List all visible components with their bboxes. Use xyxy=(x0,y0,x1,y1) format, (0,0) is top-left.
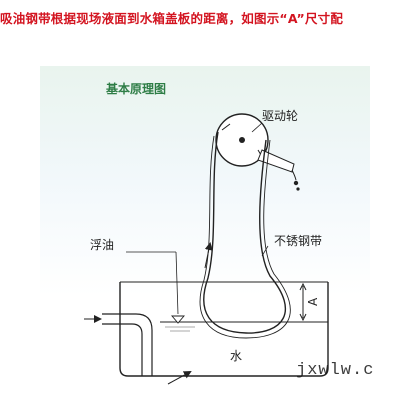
water-label: 水 xyxy=(230,349,242,363)
inlet-pipe xyxy=(84,313,153,376)
diagram-title: 基本原理图 xyxy=(105,81,166,96)
steel-belt-label: 不锈钢带 xyxy=(274,234,322,248)
outlet-arrow xyxy=(167,371,192,385)
water-tank xyxy=(119,281,329,377)
oil-scraper xyxy=(257,149,300,191)
drive-wheel xyxy=(215,113,269,167)
belt-motion-arrow xyxy=(204,242,213,269)
dimension-a-marker xyxy=(299,282,307,322)
water-level-marker xyxy=(171,315,185,324)
drive-wheel-label: 驱动轮 xyxy=(262,109,298,123)
dimension-a-label: A xyxy=(306,297,320,306)
diagram-background xyxy=(40,66,370,394)
headline-text: 吸油钢带根据现场液面到水箱盖板的距离，如图示“A”尺寸配 xyxy=(0,11,344,26)
floating-oil-label: 浮油 xyxy=(90,238,114,252)
steel-belt xyxy=(203,131,287,334)
watermark: jxwlw.c xyxy=(296,361,375,380)
